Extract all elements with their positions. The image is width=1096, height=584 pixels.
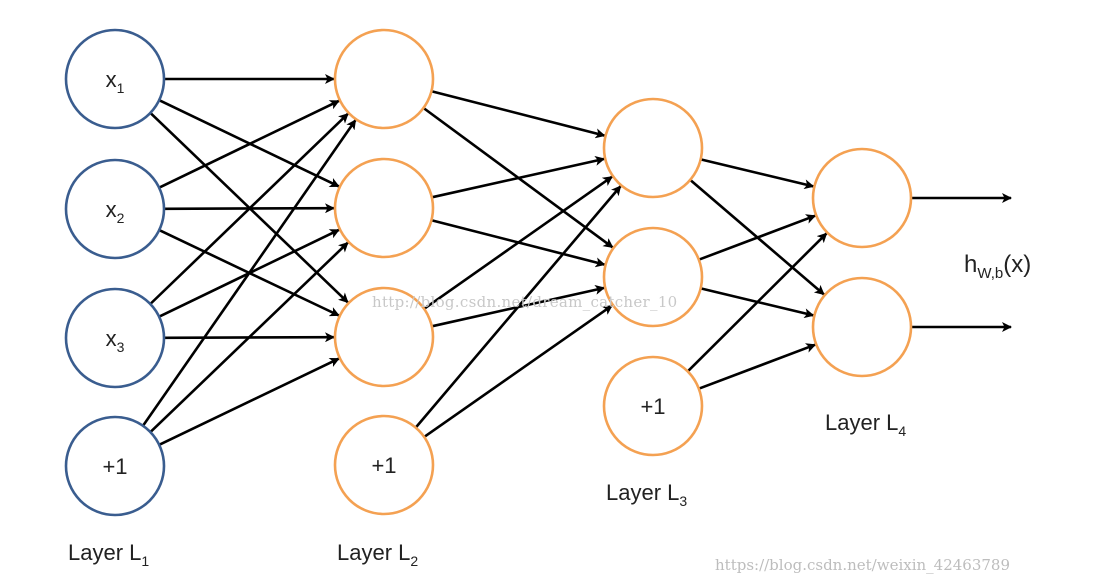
node-circle <box>811 276 913 378</box>
layer-labels: Layer L1 Layer L2 Layer L3 Layer L4 <box>68 410 906 569</box>
node-circle <box>333 414 435 516</box>
edge-l2n1-to-l3n1 <box>431 89 606 139</box>
node-circle <box>333 28 435 130</box>
edge-l2n4-to-l3n1 <box>414 185 622 429</box>
node-layer1-3: x3 <box>64 287 166 389</box>
edge-l3n3-to-l4n2 <box>698 343 817 390</box>
edge-l1n4-to-l2n3 <box>158 357 340 446</box>
layer-label-1: Layer L1 <box>68 540 149 569</box>
edge-l3n2-to-l4n1 <box>698 214 817 261</box>
node-label: x1 <box>106 67 125 96</box>
node-label: x3 <box>106 326 125 355</box>
node-layer1-1: x1 <box>64 28 166 130</box>
node-layer4-2 <box>811 276 913 378</box>
connection-edges <box>141 74 828 446</box>
node-layer4-1 <box>811 147 913 249</box>
node-label: +1 <box>371 453 396 478</box>
edge-l1n4-to-l2n1 <box>141 119 357 427</box>
footer-watermark: https://blog.csdn.net/weixin_42463789 <box>715 556 1010 574</box>
node-circle <box>333 286 435 388</box>
center-watermark: http://blog.csdn.net/dream_catcher_10 <box>372 293 678 311</box>
node-layer2-bias: +1 <box>333 414 435 516</box>
node-circle <box>64 415 166 517</box>
network-nodes: x1 x2 x3 +1 +1 +1 <box>64 28 913 517</box>
layer-label-3: Layer L3 <box>606 480 687 509</box>
node-layer2-2 <box>333 157 435 259</box>
node-label: +1 <box>640 394 665 419</box>
node-layer2-3 <box>333 286 435 388</box>
node-circle <box>64 158 166 260</box>
edge-l3n3-to-l4n1 <box>686 232 828 373</box>
edge-l1n3-to-l2n1 <box>149 112 349 305</box>
output-arrows <box>911 193 1012 332</box>
node-label: +1 <box>102 454 127 479</box>
node-layer3-2 <box>602 226 704 328</box>
node-layer1-bias: +1 <box>64 415 166 517</box>
edge-l3n1-to-l4n1 <box>700 158 815 190</box>
node-circle <box>333 157 435 259</box>
edge-l2n3-to-l3n1 <box>423 175 613 310</box>
edge-l2n4-to-l3n2 <box>423 304 613 438</box>
node-circle <box>64 287 166 389</box>
output-label: hW,b(x) <box>964 251 1031 282</box>
node-circle <box>64 28 166 130</box>
node-layer3-bias: +1 <box>602 355 704 457</box>
node-layer2-1 <box>333 28 435 130</box>
node-label: x2 <box>106 197 125 226</box>
node-circle <box>602 355 704 457</box>
node-circle <box>602 226 704 328</box>
layer-label-4: Layer L4 <box>825 410 906 439</box>
edge-l2n2-to-l3n1 <box>431 155 606 199</box>
node-layer1-2: x2 <box>64 158 166 260</box>
edge-l1n4-to-l2n2 <box>149 241 349 434</box>
node-circle <box>602 97 704 199</box>
layer-label-2: Layer L2 <box>337 540 418 569</box>
edge-l1n2-to-l2n1 <box>158 99 340 189</box>
node-layer3-1 <box>602 97 704 199</box>
node-circle <box>811 147 913 249</box>
